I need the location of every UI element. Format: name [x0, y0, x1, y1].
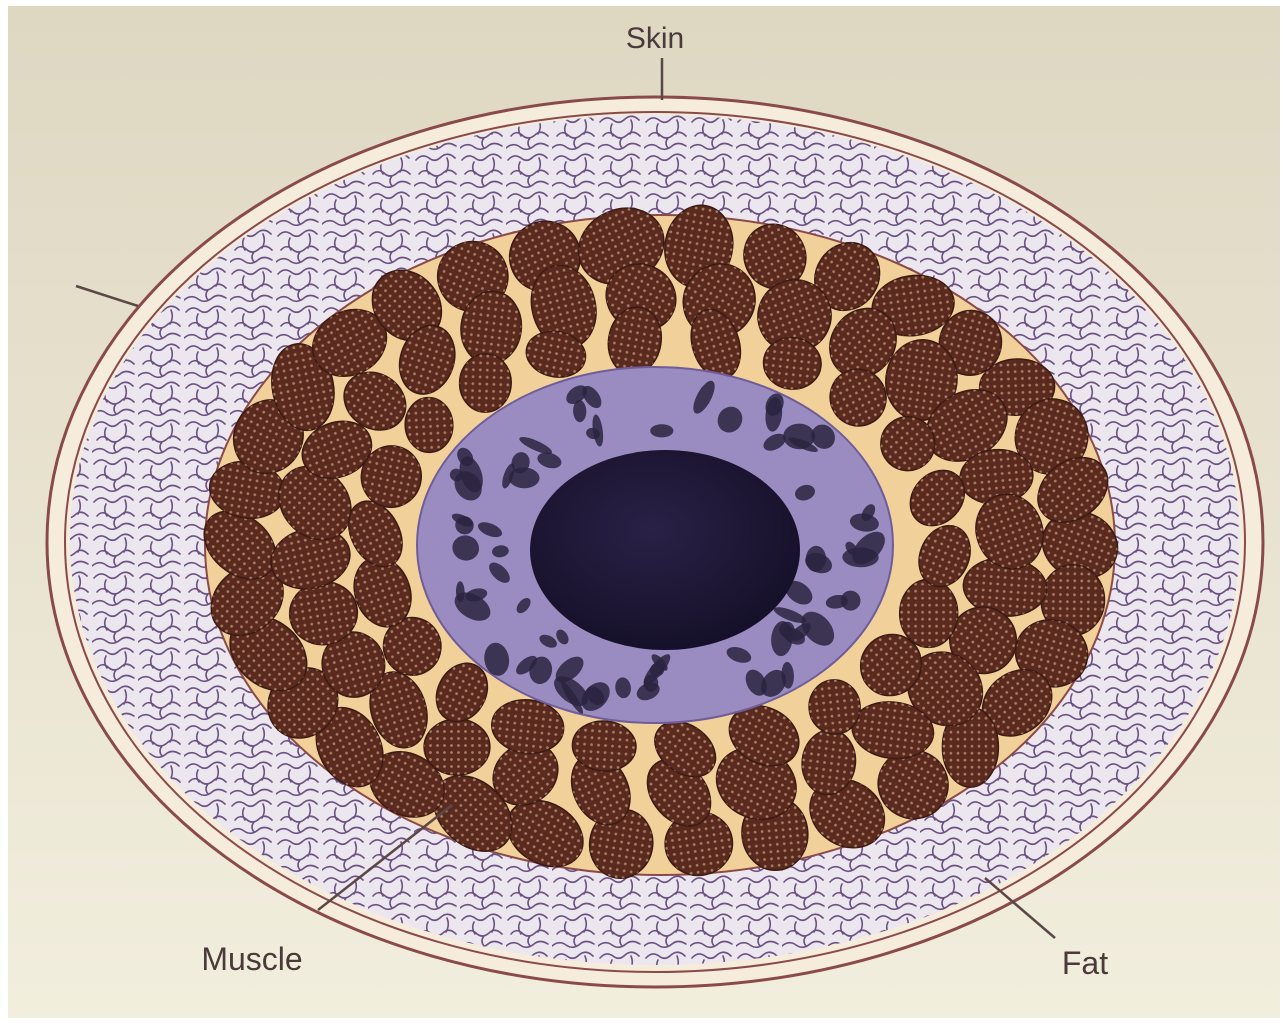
muscle-label: Muscle: [201, 941, 302, 977]
muscle-bundle-texture: [424, 719, 490, 775]
bone-marrow: [530, 450, 800, 650]
muscle-bundle-texture: [900, 579, 958, 647]
skin-label: Skin: [626, 22, 684, 55]
fat-label: Fat: [1062, 945, 1108, 981]
bone-trabecula: [650, 424, 673, 437]
